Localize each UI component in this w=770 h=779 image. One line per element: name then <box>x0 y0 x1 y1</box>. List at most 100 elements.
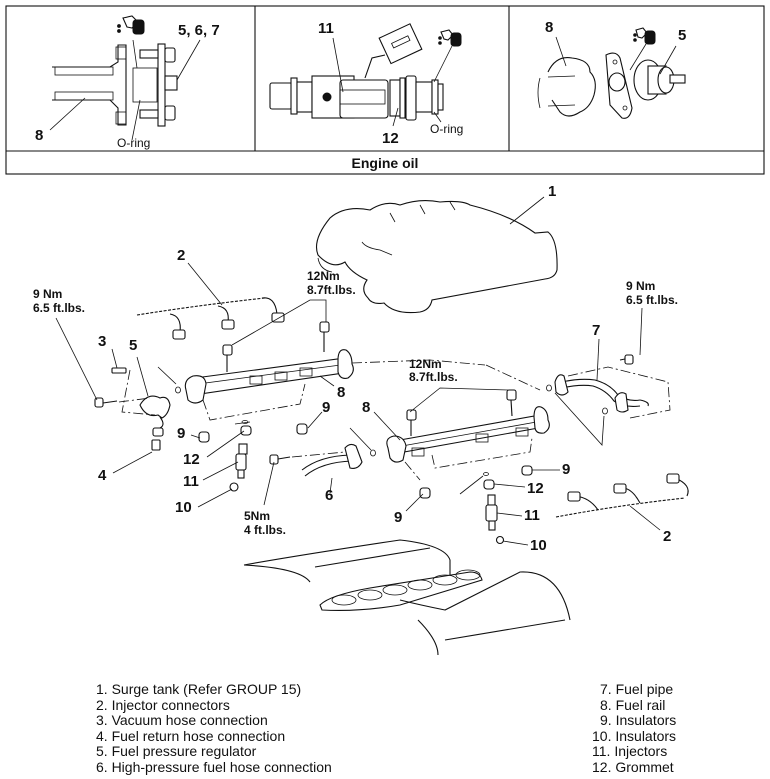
regulator-flange <box>605 52 633 119</box>
callout-2-right: 2 <box>663 528 671 545</box>
leader-line <box>496 512 523 517</box>
leader-line <box>433 45 453 83</box>
leader-line <box>373 411 401 441</box>
callout-11-right: 11 <box>524 507 540 524</box>
torque-ftlbs: 8.7ft.lbs. <box>307 283 356 297</box>
leader-line <box>231 299 327 346</box>
legend-item: 1. Surge tank (Refer GROUP 15) <box>96 681 302 697</box>
callout-9-right: 9 <box>562 461 570 478</box>
callout-10-right: 10 <box>530 537 547 554</box>
leader-line <box>332 37 344 93</box>
flange-detail-panel: 5, 6, 7 8 O-ring <box>35 15 220 150</box>
detail-label: 5, 6, 7 <box>178 22 220 39</box>
fuel-rail-right <box>386 406 550 463</box>
o-ring-label: O-ring <box>117 136 150 150</box>
legend-item: 2. Injector connectors <box>96 696 230 713</box>
legend-item: 8. Fuel rail <box>600 696 666 713</box>
injector-detail-panel: 11 12 O-ring <box>269 20 463 147</box>
callout-12-right: 12 <box>527 480 544 497</box>
injector-body <box>269 75 444 121</box>
torque-ftlbs: 6.5 ft.lbs. <box>33 301 85 315</box>
callout-9-mid: 9 <box>322 399 330 416</box>
leader-line <box>639 307 643 356</box>
leader-line <box>319 375 335 387</box>
callout-4: 4 <box>98 467 107 484</box>
callout-1: 1 <box>548 183 556 200</box>
detail-label: 12 <box>382 130 399 147</box>
fitting-flange <box>139 43 178 127</box>
oil-can-icon <box>438 29 462 47</box>
centerline <box>567 366 671 419</box>
legend-item: 12. Grommet <box>592 758 674 775</box>
o-ring <box>602 407 608 415</box>
legend-item: 9. Insulators <box>600 712 677 728</box>
regulator-detail-panel: 8 5 <box>537 19 686 119</box>
injector-connector <box>364 23 423 79</box>
leader-line <box>187 262 223 306</box>
leader-line <box>433 111 442 123</box>
o-ring-label: O-ring <box>430 122 463 136</box>
leader-line <box>329 477 333 494</box>
legend-item: 11. Injectors <box>592 743 668 759</box>
leader-line <box>509 196 545 225</box>
legend-item: 7. Fuel pipe <box>600 681 674 697</box>
detail-box-frame <box>5 5 765 175</box>
injector-harness-left <box>136 297 285 340</box>
callout-11-left: 11 <box>183 473 199 490</box>
centerline <box>118 397 151 403</box>
vacuum-hose-fitting <box>111 367 127 374</box>
leader-line <box>596 338 600 381</box>
leader-line <box>55 317 98 401</box>
leader-line <box>629 505 661 531</box>
leader-line <box>157 366 177 385</box>
pressure-regulator <box>633 59 686 101</box>
o-ring <box>175 386 181 394</box>
centerline <box>291 451 346 458</box>
rail-bolt <box>406 389 517 436</box>
leader-line <box>392 107 399 127</box>
injector-stack-left <box>198 420 308 492</box>
leader-line <box>197 488 233 508</box>
detail-label: 8 <box>545 19 553 36</box>
legend-item: 3. Vacuum hose connection <box>96 712 268 728</box>
o-ring <box>370 449 376 457</box>
leader-line <box>136 356 149 397</box>
parts-legend-left: 1. Surge tank (Refer GROUP 15) 2. Inject… <box>96 681 332 775</box>
oil-can-icon <box>117 15 145 35</box>
centerline <box>351 359 486 366</box>
legend-item: 4. Fuel return hose connection <box>96 727 286 744</box>
callout-8-left: 8 <box>337 384 345 401</box>
torque-nm: 5Nm <box>244 509 270 523</box>
fuel-pipe <box>554 354 649 413</box>
leader-line <box>132 39 138 69</box>
callout-9-bottom: 9 <box>394 509 402 526</box>
centerline <box>121 369 156 416</box>
detail-label: 5 <box>678 27 686 44</box>
fuel-rail-end <box>537 57 596 117</box>
torque-nm: 9 Nm <box>626 279 655 293</box>
o-ring <box>546 384 552 392</box>
leader-line <box>502 540 529 546</box>
leader-line <box>659 45 677 75</box>
torque-nm: 9 Nm <box>33 287 62 301</box>
leader-line <box>554 392 605 446</box>
surge-tank <box>315 199 558 314</box>
leader-line <box>307 411 323 429</box>
cylinder-head <box>243 539 571 656</box>
leader-line <box>112 451 153 474</box>
callout-10-left: 10 <box>175 499 192 516</box>
high-pressure-hose <box>269 443 363 477</box>
parts-legend-right: 7. Fuel pipe 8. Fuel rail 9. Insulators … <box>592 681 677 775</box>
detail-label: 11 <box>318 20 334 37</box>
regulator-bolt <box>94 397 118 408</box>
rail-bolt <box>222 321 330 372</box>
injector-harness-right <box>555 473 689 518</box>
centerline <box>485 364 541 391</box>
callout-3: 3 <box>98 333 106 350</box>
callout-12-left: 12 <box>183 451 200 468</box>
legend-item: 10. Insulators <box>592 727 677 744</box>
leader-line <box>555 36 567 67</box>
injector-stack-right <box>419 465 533 545</box>
leader-line <box>176 39 201 81</box>
fuel-rail-section <box>52 44 127 126</box>
